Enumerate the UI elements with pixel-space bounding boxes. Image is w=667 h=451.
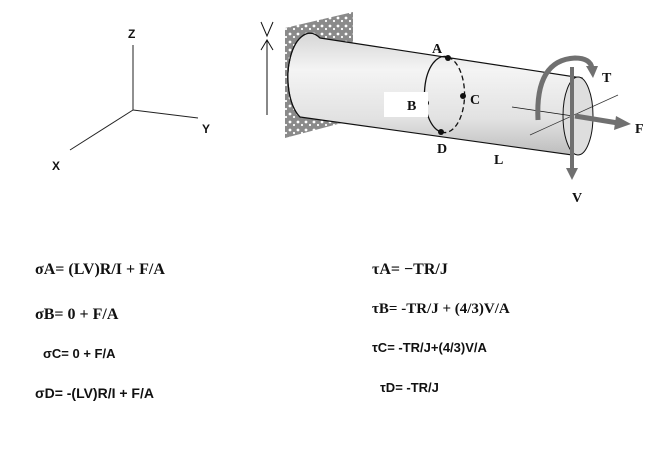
sigma-a-equation: σA= (LV)R/I + F/A bbox=[35, 261, 165, 278]
tau-d-equation: τD= -TR/J bbox=[380, 380, 439, 395]
sigma-d-equation: σD= -(LV)R/I + F/A bbox=[35, 385, 154, 401]
tau-b-equation: τB= -TR/J + (4/3)V/A bbox=[372, 301, 510, 317]
tau-a-equation: τA= −TR/J bbox=[372, 261, 448, 278]
force-f-arrow bbox=[574, 113, 619, 126]
point-d bbox=[438, 129, 444, 135]
up-arrow bbox=[260, 21, 274, 115]
point-c bbox=[460, 93, 466, 99]
axis-y-label: Y bbox=[202, 122, 210, 136]
label-a: A bbox=[432, 42, 443, 57]
point-a bbox=[445, 55, 451, 61]
axis-z-label: Z bbox=[128, 27, 135, 41]
label-f: F bbox=[635, 122, 644, 137]
tau-c-equation: τC= -TR/J+(4/3)V/A bbox=[372, 340, 487, 355]
label-v: V bbox=[572, 191, 582, 206]
label-d: D bbox=[437, 142, 447, 157]
label-l: L bbox=[494, 153, 503, 168]
sigma-b-equation: σB= 0 + F/A bbox=[35, 306, 119, 323]
cylinder-beam bbox=[287, 32, 619, 156]
torque-arrow bbox=[535, 55, 595, 121]
axis-x-label: X bbox=[52, 159, 60, 173]
coordinate-axes: Z Y X bbox=[52, 27, 210, 173]
sigma-c-equation: σC= 0 + F/A bbox=[43, 346, 116, 361]
label-b: B bbox=[407, 99, 416, 114]
label-t: T bbox=[602, 71, 612, 86]
label-c: C bbox=[470, 93, 480, 108]
